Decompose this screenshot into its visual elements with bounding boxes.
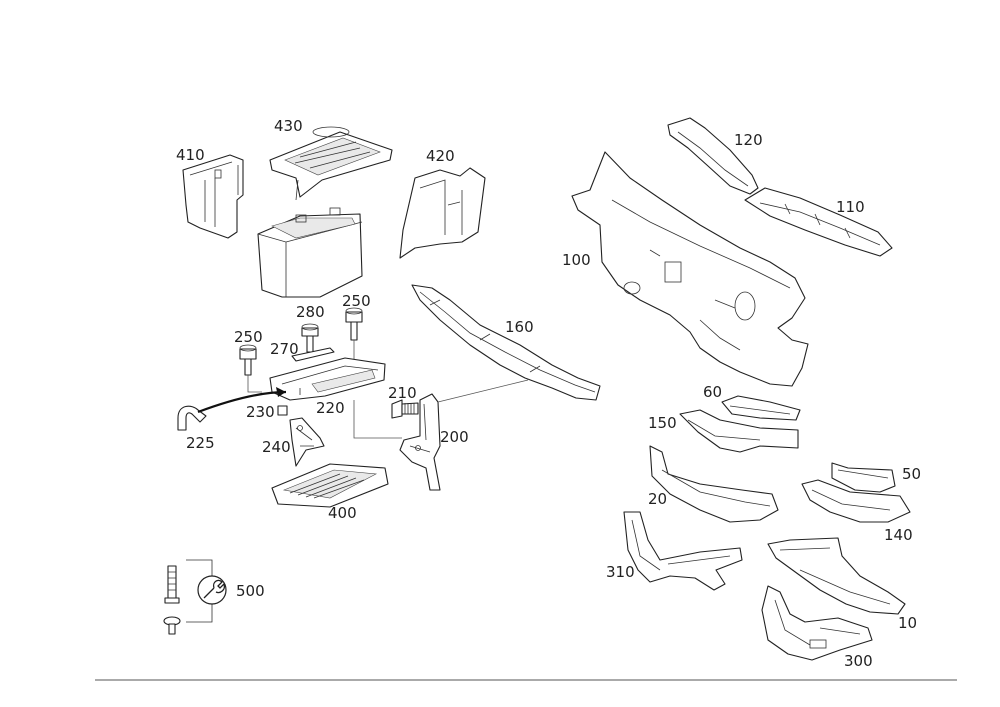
callout-250-right: 250	[342, 292, 371, 310]
wrench-icon	[197, 575, 227, 605]
callout-60: 60	[703, 383, 722, 401]
part-230-clip[interactable]	[277, 405, 288, 416]
battery-block	[257, 207, 363, 298]
part-240-bracket[interactable]	[289, 417, 325, 467]
part-420-battery-side-panel[interactable]	[399, 167, 486, 259]
part-250-bolt-right[interactable]	[345, 307, 363, 362]
leader-lines-tray	[353, 379, 529, 439]
callout-labels: 410 430 420 120 110 100 280 250 250 270 …	[176, 117, 921, 670]
part-110-cowl-panel[interactable]	[744, 187, 893, 257]
callout-270: 270	[270, 340, 299, 358]
callout-400: 400	[328, 504, 357, 522]
part-20-front-panel[interactable]	[649, 445, 779, 523]
part-140-wheelhouse-member[interactable]	[801, 479, 911, 523]
part-400-battery-base-tray[interactable]	[271, 463, 389, 508]
part-430-battery-top-cover[interactable]	[269, 126, 393, 201]
part-210-threaded-bolt[interactable]	[391, 399, 419, 419]
callout-50: 50	[902, 465, 921, 483]
callout-230: 230	[246, 403, 275, 421]
part-310-side-wall[interactable]	[623, 511, 743, 591]
part-500-fastener-set[interactable]	[163, 559, 213, 635]
callout-225: 225	[186, 434, 215, 452]
part-300-rear-panel[interactable]	[761, 585, 873, 661]
part-60-upper-member[interactable]	[721, 395, 801, 421]
part-220-battery-tray[interactable]	[269, 357, 386, 401]
callout-310: 310	[606, 563, 635, 581]
part-10-wheelhouse[interactable]	[767, 537, 906, 615]
callout-110: 110	[836, 198, 865, 216]
callout-500: 500	[236, 582, 265, 600]
part-100-bulkhead[interactable]	[571, 151, 809, 387]
part-410-battery-side-cover[interactable]	[182, 154, 244, 239]
callout-410: 410	[176, 146, 205, 164]
callout-160: 160	[505, 318, 534, 336]
callout-430: 430	[274, 117, 303, 135]
callout-280: 280	[296, 303, 325, 321]
callout-120: 120	[734, 131, 763, 149]
arrow-225-to-220	[197, 387, 287, 414]
callout-150: 150	[648, 414, 677, 432]
callout-200: 200	[440, 428, 469, 446]
part-150-side-member[interactable]	[679, 409, 799, 453]
callout-220: 220	[316, 399, 345, 417]
callout-10: 10	[898, 614, 917, 632]
part-50-bracket[interactable]	[831, 462, 896, 493]
callout-420: 420	[426, 147, 455, 165]
callout-210: 210	[388, 384, 417, 402]
part-160-cross-member[interactable]	[411, 284, 601, 401]
callout-20: 20	[648, 490, 667, 508]
callout-100: 100	[562, 251, 591, 269]
callout-300: 300	[844, 652, 873, 670]
callout-140: 140	[884, 526, 913, 544]
part-250-bolt-left[interactable]	[239, 344, 262, 393]
callout-240: 240	[262, 438, 291, 456]
part-270-bracket[interactable]	[291, 347, 335, 362]
part-120-cowl-strip[interactable]	[667, 117, 759, 195]
callout-250-left: 250	[234, 328, 263, 346]
part-280-bolt[interactable]	[301, 323, 319, 353]
